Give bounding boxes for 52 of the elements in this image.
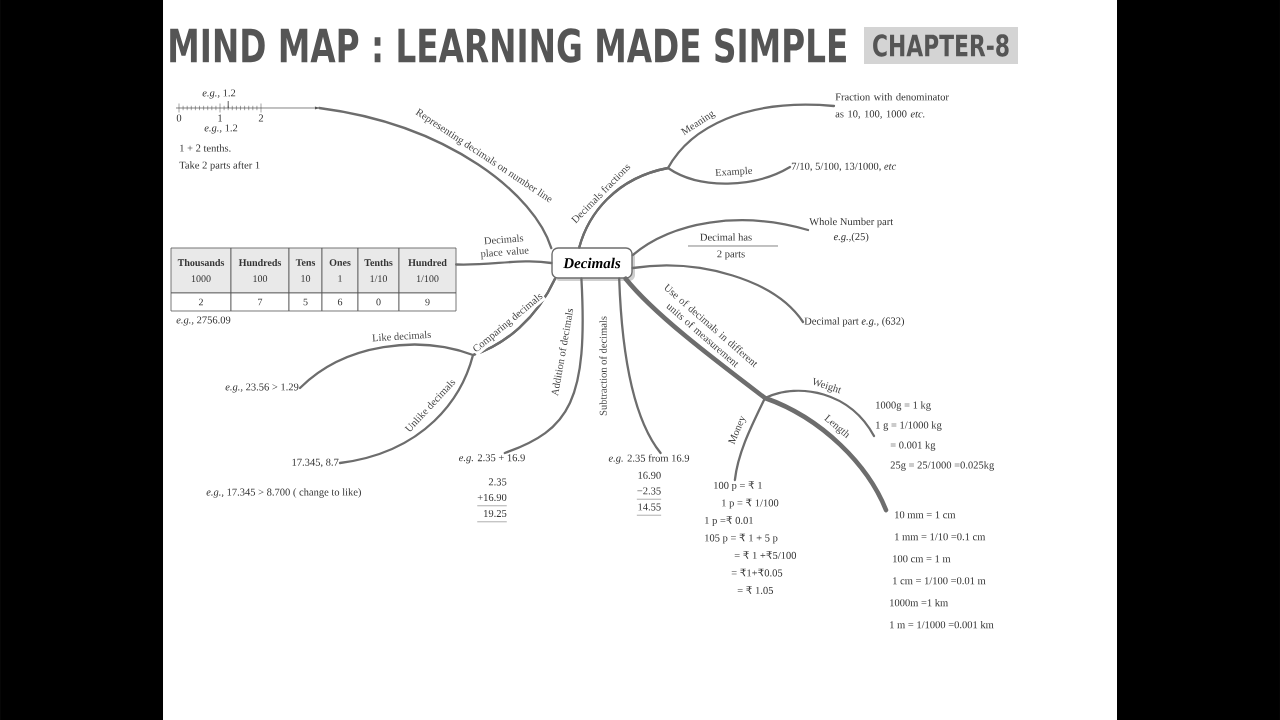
topic-box: Decimals bbox=[551, 247, 635, 281]
table-cell: 2 bbox=[170, 292, 232, 312]
table-cell: Tenths 1/10 bbox=[357, 247, 400, 294]
table-cell: 9 bbox=[398, 292, 457, 312]
branch-label: Weight bbox=[809, 375, 844, 397]
note-text: Fraction with denominator as 10, 100, 1000 etc. bbox=[835, 93, 949, 119]
table-cell: Hundred 1/100 bbox=[398, 247, 457, 294]
branch-line bbox=[618, 277, 662, 455]
table-cell: 6 bbox=[321, 292, 359, 312]
branch-label: Decimals place value bbox=[472, 232, 537, 261]
branch-line bbox=[631, 264, 805, 324]
formula-text: 100 p = ₹ 1 1 p = ₹ 1/100 1 p =₹ 0.01 105 p = ₹ 1 + 5 p = ₹ 1 +₹5/100 = ₹1+₹0.05 = ₹ 1.05 bbox=[705, 481, 797, 594]
example-text: e.g., 17.345 > 8.700 ( change to like) bbox=[206, 488, 361, 498]
example-text: e.g., 2756.09 bbox=[176, 316, 231, 326]
table-cell: Hundreds 100 bbox=[230, 247, 290, 294]
table-cell: Tens 10 bbox=[288, 247, 323, 294]
note-text: 1 + 2 tenths. bbox=[180, 144, 231, 152]
note-text: 17.345, 8.7 bbox=[292, 458, 339, 468]
tick-label: 1 bbox=[218, 114, 222, 122]
table-cell: 0 bbox=[357, 292, 400, 312]
tick-label: 2 bbox=[258, 114, 264, 122]
example-text: e.g., 1.2 bbox=[202, 89, 236, 99]
note-text: 7/10, 5/100, 13/1000, etc bbox=[791, 162, 897, 172]
branch-label: Example bbox=[713, 165, 754, 180]
note-text: Decimal part e.g., (632) bbox=[804, 317, 905, 327]
number-line bbox=[175, 100, 319, 113]
table-cell: Ones 1 bbox=[321, 247, 359, 294]
branch-line bbox=[338, 277, 557, 465]
branch-line bbox=[578, 165, 792, 249]
worked-sum: e.g. 2.35 from 16.9 16.90 −2.35 14.55 bbox=[608, 454, 690, 516]
note-text: Whole Number part e.g.,(25) bbox=[809, 217, 894, 243]
branch-label: Addition of decimals bbox=[549, 306, 575, 398]
example-text: e.g., 1.2 bbox=[204, 124, 238, 134]
branch-label: Subtraction of decimals bbox=[598, 315, 608, 417]
note-text: 2 parts bbox=[717, 250, 745, 260]
branch-label: Like decimals bbox=[370, 329, 433, 343]
branch-line bbox=[503, 277, 584, 455]
title: MIND MAP : LEARNING MADE SIMPLE bbox=[170, 28, 846, 63]
chapter-tag: CHAPTER-8 bbox=[864, 27, 1018, 64]
formula-text: 10 mm = 1 cm 1 mm = 1/10 =0.1 cm 100 cm = 1 m 1 cm = 1/100 =0.01 m 1000m =1 km 1 m = 1/1000 =0.001 km bbox=[890, 511, 994, 629]
note-text: Take 2 parts after 1 bbox=[179, 161, 260, 171]
branch-line bbox=[623, 276, 889, 513]
branch-line bbox=[455, 260, 553, 266]
table-cell: 5 bbox=[288, 292, 323, 312]
branch-line bbox=[318, 106, 553, 250]
table-cell: Thousands 1000 bbox=[170, 247, 232, 294]
worked-sum: e.g. 2.35 + 16.9 2.35 +16.90 19.25 bbox=[459, 454, 525, 522]
note-text: e.g., 23.56 > 1.29 bbox=[225, 383, 299, 393]
tick-label: 0 bbox=[176, 114, 182, 122]
table-cell: 7 bbox=[230, 292, 290, 312]
note-text: Decimal has bbox=[700, 233, 752, 241]
branch-line bbox=[631, 219, 810, 257]
